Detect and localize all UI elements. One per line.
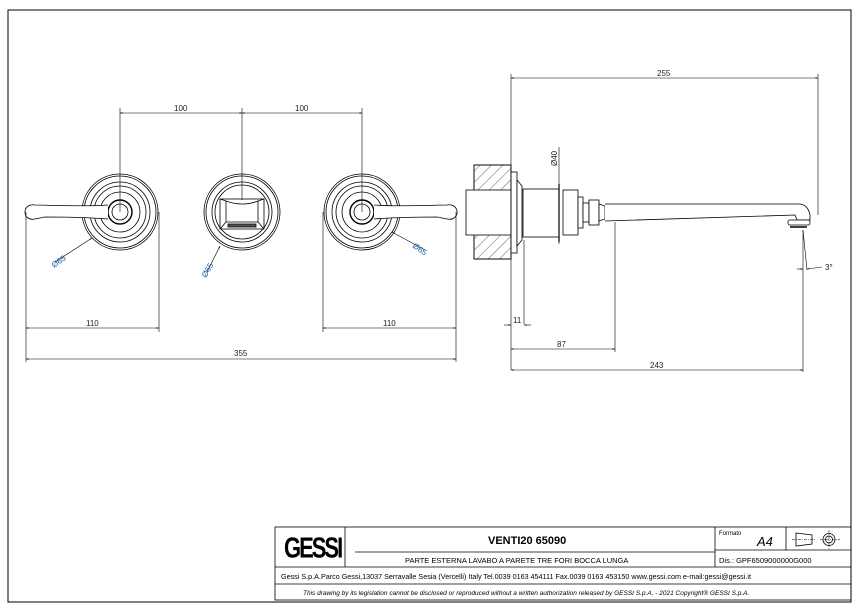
dim-spout-projection: 255 <box>657 69 671 78</box>
title-block <box>274 526 852 601</box>
product-description: PARTE ESTERNA LAVABO A PARETE TRE FORI B… <box>405 556 628 565</box>
dim-body-length: 87 <box>557 340 566 349</box>
dim-right-spacing: 100 <box>295 104 309 113</box>
dim-right-diameter: Ø65 <box>411 241 429 257</box>
front-view <box>24 108 458 362</box>
format-label: Formato <box>719 531 742 537</box>
legal-notice: This drawing by its legislation cannot b… <box>303 589 749 597</box>
drawing-number: Dis.: GPF6509000000G000 <box>719 556 812 565</box>
dim-left-diameter: Ø65 <box>50 253 68 269</box>
right-handle-rosette <box>323 173 458 251</box>
dim-right-handle-width: 110 <box>383 319 396 328</box>
dim-overall-width: 355 <box>234 349 248 358</box>
product-code: VENTI20 65090 <box>488 535 566 547</box>
dim-body-diameter: Ø40 <box>550 150 559 166</box>
dim-left-handle-width: 110 <box>86 319 99 328</box>
format-value: A4 <box>756 534 773 549</box>
dim-center-diameter: Ø65 <box>200 261 216 279</box>
company-info: Gessi S.p.A.Parco Gessi,13037 Serravalle… <box>281 572 751 581</box>
side-view <box>465 74 823 372</box>
dim-left-spacing: 100 <box>174 104 188 113</box>
sheet-border <box>7 9 852 603</box>
dim-spout-length: 243 <box>650 361 664 370</box>
dim-angle: 3° <box>825 263 833 272</box>
gessi-logo: GESSI <box>284 533 342 564</box>
dim-flange-depth: 11 <box>513 316 522 325</box>
